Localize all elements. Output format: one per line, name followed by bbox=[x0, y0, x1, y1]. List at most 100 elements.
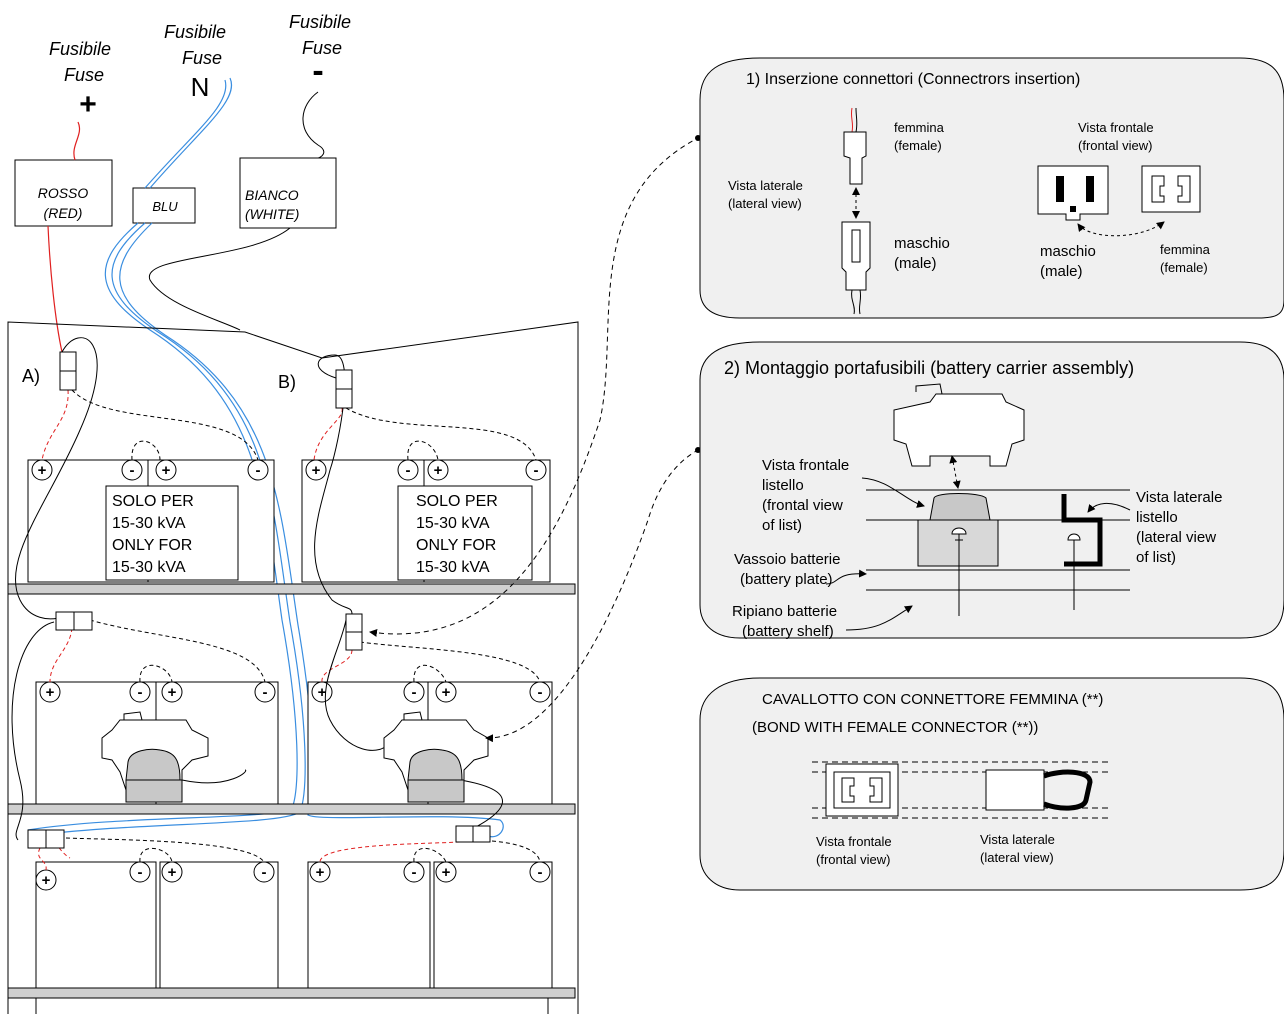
svg-text:(lateral view): (lateral view) bbox=[728, 196, 802, 211]
svg-text:ONLY FOR: ONLY FOR bbox=[416, 537, 496, 554]
blue-cable-3 bbox=[119, 222, 504, 838]
svg-text:of list): of list) bbox=[762, 517, 802, 534]
shelf-2 bbox=[7, 803, 576, 815]
panel1-title: 1) Inserzione connettori (Connectrors in… bbox=[746, 71, 1080, 88]
terminal-minus-icon: - bbox=[254, 681, 276, 703]
svg-text:+: + bbox=[162, 462, 171, 479]
svg-text:-: - bbox=[534, 462, 539, 479]
svg-text:15-30 kVA: 15-30 kVA bbox=[112, 515, 186, 532]
panel3-title-1: CAVALLOTTO CON CONNETTORE FEMMINA (**) bbox=[762, 691, 1103, 708]
svg-text:Ripiano batterie: Ripiano batterie bbox=[732, 603, 837, 620]
svg-text:(male): (male) bbox=[894, 255, 937, 272]
svg-text:(female): (female) bbox=[1160, 260, 1208, 275]
svg-text:(lateral view: (lateral view bbox=[1136, 529, 1216, 546]
svg-text:(WHITE): (WHITE) bbox=[245, 206, 299, 222]
svg-text:+: + bbox=[442, 684, 451, 701]
svg-text:Fusibile: Fusibile bbox=[164, 22, 226, 42]
svg-text:Fuse: Fuse bbox=[302, 38, 342, 58]
svg-text:BLU: BLU bbox=[152, 199, 178, 214]
svg-text:+: + bbox=[38, 462, 47, 479]
svg-text:ONLY FOR: ONLY FOR bbox=[112, 537, 192, 554]
svg-text:N: N bbox=[191, 72, 210, 102]
svg-text:(RED): (RED) bbox=[44, 205, 83, 221]
terminal-plus-icon: + bbox=[309, 861, 331, 883]
battery-row-3 bbox=[35, 861, 553, 989]
connector-a bbox=[59, 351, 77, 391]
svg-text:(frontal view: (frontal view bbox=[762, 497, 843, 514]
svg-text:+: + bbox=[168, 864, 177, 881]
svg-text:SOLO PER: SOLO PER bbox=[416, 493, 498, 510]
svg-text:-: - bbox=[262, 864, 267, 881]
connector-b bbox=[335, 369, 353, 409]
string-b-label: B) bbox=[278, 372, 296, 392]
blue-feed-wire-1 bbox=[149, 77, 233, 189]
svg-text:Vista frontale: Vista frontale bbox=[762, 457, 849, 474]
white-down-wire bbox=[149, 227, 291, 331]
battery-cabinet bbox=[7, 321, 579, 1014]
svg-text:of list): of list) bbox=[1136, 549, 1176, 566]
terminal-plus-icon: + bbox=[39, 681, 61, 703]
svg-text:Fusibile: Fusibile bbox=[289, 12, 351, 32]
terminal-minus-icon: - bbox=[403, 681, 425, 703]
svg-text:+: + bbox=[318, 684, 327, 701]
terminal-minus-icon: - bbox=[529, 681, 551, 703]
terminal-minus-icon: - bbox=[121, 459, 143, 481]
svg-text:-: - bbox=[138, 684, 143, 701]
svg-text:+: + bbox=[168, 684, 177, 701]
terminal-plus-icon: + bbox=[311, 681, 333, 703]
svg-text:listello: listello bbox=[1136, 509, 1178, 526]
svg-text:-: - bbox=[538, 684, 543, 701]
svg-text:-: - bbox=[312, 52, 323, 90]
terminal-plus-icon: + bbox=[35, 869, 57, 891]
terminal-plus-icon: + bbox=[305, 459, 327, 481]
svg-text:Fuse: Fuse bbox=[182, 48, 222, 68]
svg-text:maschio: maschio bbox=[894, 235, 950, 252]
svg-text:Vista laterale: Vista laterale bbox=[980, 832, 1055, 847]
terminal-minus-icon: - bbox=[403, 861, 425, 883]
fuse-carrier-left bbox=[101, 711, 209, 803]
svg-text:(frontal view): (frontal view) bbox=[816, 852, 890, 867]
svg-text:-: - bbox=[130, 462, 135, 479]
svg-text:+: + bbox=[46, 684, 55, 701]
fuse-plus-label: Fusibile Fuse + bbox=[49, 39, 111, 121]
terminal-minus-icon: - bbox=[247, 459, 269, 481]
svg-text:(lateral view): (lateral view) bbox=[980, 850, 1054, 865]
svg-text:+: + bbox=[316, 864, 325, 881]
svg-text:15-30 kVA: 15-30 kVA bbox=[416, 515, 490, 532]
leader-panel2 bbox=[485, 449, 699, 743]
terminal-minus-icon: - bbox=[129, 681, 151, 703]
white-wire-box: BIANCO (WHITE) bbox=[239, 157, 337, 229]
svg-text:Vista laterale: Vista laterale bbox=[1136, 489, 1222, 506]
terminal-minus-icon: - bbox=[253, 861, 275, 883]
terminal-plus-icon: + bbox=[435, 681, 457, 703]
panel2-title: 2) Montaggio portafusibili (battery carr… bbox=[724, 358, 1134, 378]
svg-text:+: + bbox=[312, 462, 321, 479]
svg-text:maschio: maschio bbox=[1040, 243, 1096, 260]
svg-text:BIANCO: BIANCO bbox=[245, 187, 299, 203]
leader-panel1 bbox=[369, 137, 699, 637]
svg-text:+: + bbox=[79, 88, 97, 121]
red-down-wire bbox=[47, 225, 63, 353]
fuse-neutral-label: Fusibile Fuse N bbox=[164, 22, 226, 102]
svg-text:ROSSO: ROSSO bbox=[38, 185, 89, 201]
svg-text:(frontal view): (frontal view) bbox=[1078, 138, 1152, 153]
terminal-minus-icon: - bbox=[529, 861, 551, 883]
battery-terminals: +-+-+-+-+-+-+-+-+-+-+-+- bbox=[31, 459, 551, 891]
svg-text:-: - bbox=[538, 864, 543, 881]
svg-text:-: - bbox=[138, 864, 143, 881]
connector-row3-right bbox=[455, 825, 491, 843]
svg-text:(battery shelf): (battery shelf) bbox=[742, 623, 834, 640]
terminal-minus-icon: - bbox=[397, 459, 419, 481]
svg-text:-: - bbox=[412, 684, 417, 701]
red-wire-box: ROSSO (RED) bbox=[14, 159, 113, 227]
jumper-wires bbox=[38, 389, 541, 871]
fuse-minus-label: Fusibile Fuse - bbox=[289, 12, 351, 90]
svg-text:Vista frontale: Vista frontale bbox=[1078, 120, 1154, 135]
blue-wire-box: BLU bbox=[132, 187, 196, 224]
panel-connector-insertion: 1) Inserzione connettori (Connectrors in… bbox=[699, 57, 1284, 319]
svg-text:15-30 kVA: 15-30 kVA bbox=[112, 559, 186, 576]
terminal-minus-icon: - bbox=[525, 459, 547, 481]
panel-battery-carrier-assembly: 2) Montaggio portafusibili (battery carr… bbox=[699, 341, 1284, 640]
svg-text:-: - bbox=[263, 684, 268, 701]
string-a-label: A) bbox=[22, 366, 40, 386]
